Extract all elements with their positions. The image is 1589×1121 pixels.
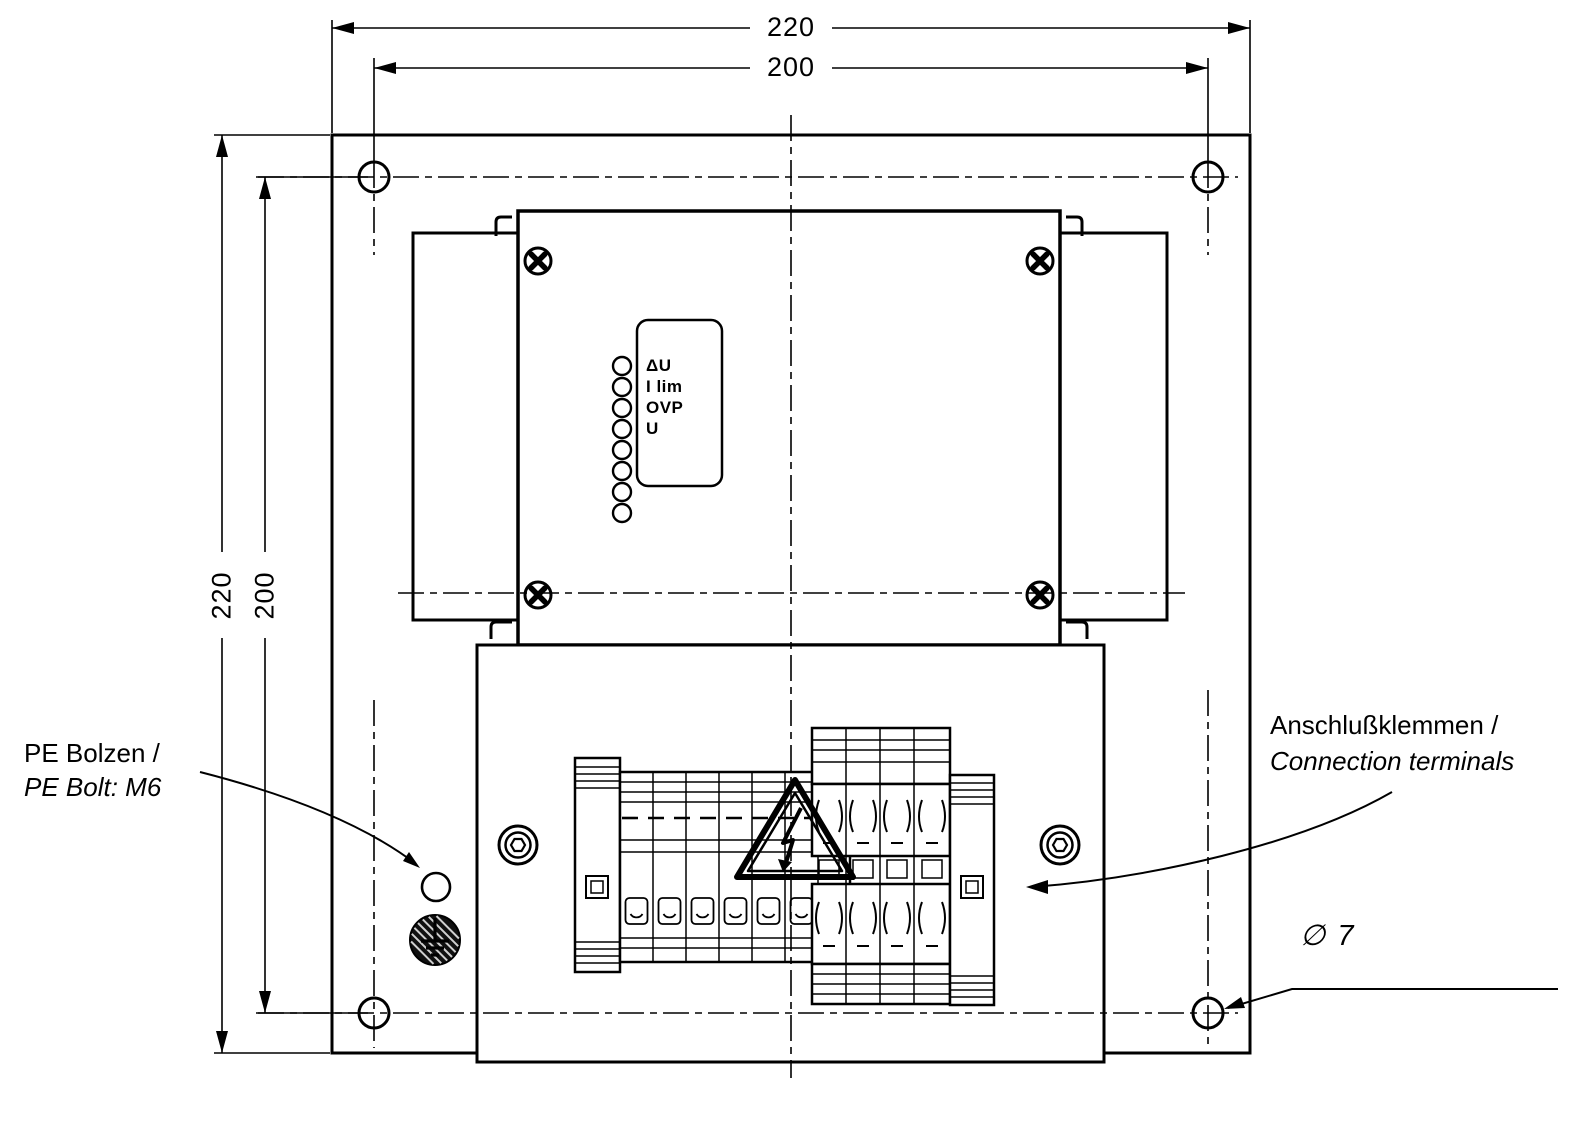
led-indicator-panel xyxy=(635,318,724,488)
led-label-u: U xyxy=(646,419,659,438)
dimension-arrowheads xyxy=(216,22,1250,1053)
power-supply-body xyxy=(516,209,1062,647)
leader-pe-bolt xyxy=(199,771,420,868)
leader-terminals xyxy=(1026,791,1393,894)
led-label-ovp: OVP xyxy=(646,398,684,417)
terminal-strip-left xyxy=(573,756,852,974)
dim-label-left-inner: 200 xyxy=(249,571,280,620)
pe-ground-symbol-icon xyxy=(409,914,461,966)
led-lamp-icons xyxy=(611,355,633,524)
terminals-label-de: Anschlußklemmen / xyxy=(1270,710,1499,740)
pe-bolt-hole xyxy=(420,871,452,903)
plate-screw-icons xyxy=(497,824,1081,866)
dim-label-top-outer: 220 xyxy=(766,12,816,42)
dimension-lines xyxy=(214,20,1251,1054)
hole-diameter-label: ∅ 7 xyxy=(1300,920,1356,952)
led-label-i-lim: I lim xyxy=(646,377,683,396)
heatsink-right xyxy=(1058,231,1169,622)
leader-hole-diameter xyxy=(1224,988,1558,1009)
dim-label-left-outer: 220 xyxy=(206,571,237,620)
mounting-clip-icons xyxy=(489,215,1089,639)
high-voltage-warning-icon xyxy=(734,777,856,880)
heatsink-left xyxy=(411,231,520,622)
terminals-label-en: Connection terminals xyxy=(1270,746,1515,776)
terminal-block-right xyxy=(810,726,996,1007)
centerlines xyxy=(258,115,1238,1078)
dim-label-top-inner: 200 xyxy=(766,52,816,82)
pe-bolt-label-en: PE Bolt: M6 xyxy=(24,772,162,802)
led-label-delta-u: ΔU xyxy=(646,356,672,375)
body-screw-icons xyxy=(523,246,1055,610)
pe-bolt-label-de: PE Bolzen / xyxy=(24,738,160,768)
